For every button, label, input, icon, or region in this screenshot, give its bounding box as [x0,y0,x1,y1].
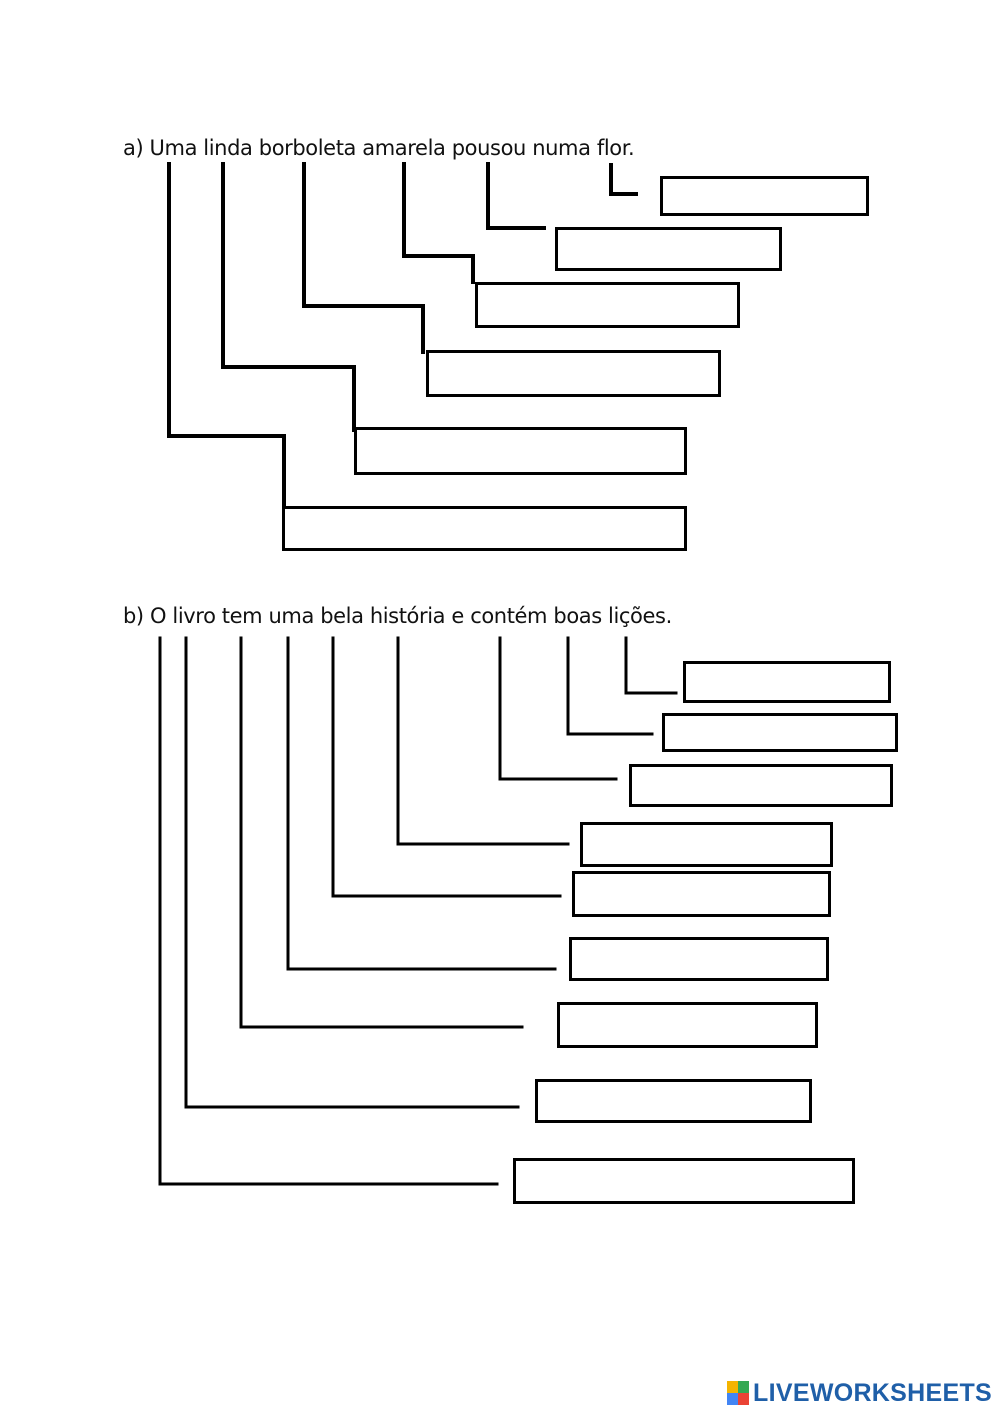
connector-a-numa [486,162,546,230]
connector-b-licoes [624,636,678,695]
answer-box-b-3[interactable] [629,764,893,807]
connector-b-boas [566,636,654,736]
answer-box-b-5[interactable] [572,871,831,917]
liveworksheets-logo: LIVEWORKSHEETS [727,1378,992,1408]
answer-box-a-1[interactable] [660,176,869,216]
answer-box-a-2[interactable] [555,227,782,271]
answer-box-b-9[interactable] [513,1158,855,1204]
logo-text: LIVEWORKSHEETS [753,1378,992,1407]
connector-a-amarela [302,162,425,354]
connector-b-livro [184,636,520,1109]
answer-box-b-4[interactable] [580,822,833,867]
answer-box-a-4[interactable] [426,350,721,397]
answer-box-a-6[interactable] [282,506,687,551]
answer-box-b-6[interactable] [569,937,829,981]
connector-b-uma [286,636,557,971]
sentence-b: b) O livro tem uma bela história e conté… [123,604,672,628]
answer-box-b-1[interactable] [683,661,891,703]
connector-b-historia [396,636,570,846]
connector-b-tem [239,636,524,1029]
answer-box-b-8[interactable] [535,1079,812,1123]
connector-a-pousou [402,162,475,284]
answer-box-a-3[interactable] [475,282,740,328]
connector-a-flor [609,163,638,196]
sentence-a: a) Uma linda borboleta amarela pousou nu… [123,136,635,160]
answer-box-b-2[interactable] [662,713,898,752]
answer-box-a-5[interactable] [354,427,687,475]
liveworksheets-logo-icon [727,1381,750,1405]
connector-a-uma [167,162,286,510]
connector-b-bela [331,636,562,898]
connector-b-contem [498,636,618,781]
connector-b-o [158,636,499,1186]
answer-box-b-7[interactable] [557,1002,818,1048]
connector-a-borboleta [221,162,356,432]
